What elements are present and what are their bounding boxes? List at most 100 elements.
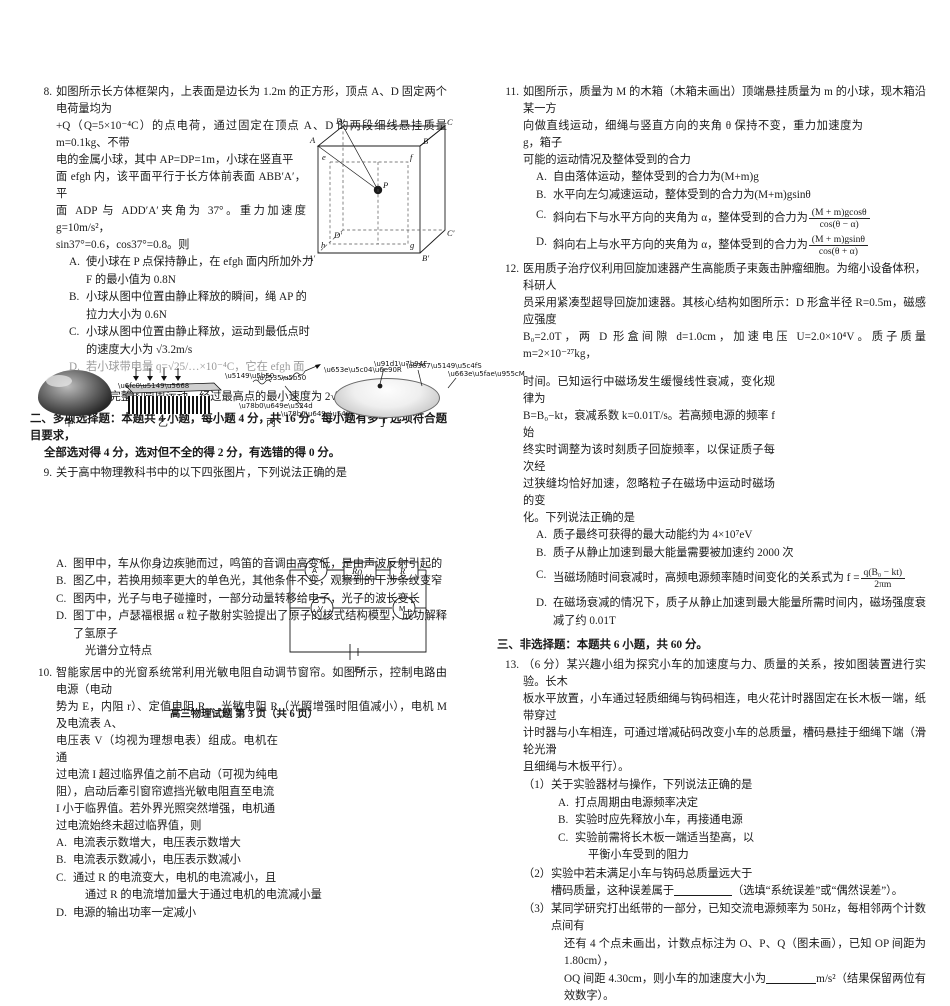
q13-part1-label: （1） xyxy=(523,779,551,791)
q13-part1-option-a-letter: A. xyxy=(558,796,569,809)
q13-part1-option-b-text: 实验时应先释放小车，再接通电源 xyxy=(575,814,743,826)
svg-text:C′: C′ xyxy=(447,228,455,238)
footer-page-3: 高三物理试题 第 3 页（共 6 页） xyxy=(170,709,319,720)
q13-stem-line-3: 计时器与小车相连，可通过增减砧码改变小车的总质量，槽码悬挂于细绳下端（滑轮光滑 xyxy=(523,727,926,756)
svg-text:A′: A′ xyxy=(307,253,315,263)
svg-text:P: P xyxy=(382,180,388,190)
q10-option-d: D. 电源的输出功率一定减小 xyxy=(56,905,447,923)
q9-option-c-text: 图丙中，光子与电子碰撞时，一部分动量转移给电子，光子的波长变长 xyxy=(73,592,420,605)
q10-stem-line-3: 电压表 V（均视为理想电表）组成。电机在通 xyxy=(56,734,278,764)
q13-stem-line-4: 且细绳与木板平行）。 xyxy=(523,761,630,773)
q8-option-b: B. 小球从图中位置由静止释放的瞬间，绳 AP 的 拉力大小为 0.6N xyxy=(69,289,447,324)
q10-stem-line-5: 阻），启动后牽引窗帘遮挡光敏电阻直至电流 xyxy=(56,785,275,798)
svg-text:R: R xyxy=(399,566,406,576)
question-8-stem: 如图所示长方体框架内，上表面是边长为 1.2m 的正方形，顶点 A、D 固定两个… xyxy=(56,84,447,377)
q11-option-d-numerator: (M + m)gsinθ xyxy=(808,234,868,246)
svg-text:R0: R0 xyxy=(351,566,362,579)
multi-choice-header-line-2: 全部选对得 4 分，选对但不全的得 2 分，有选错的得 0 分。 xyxy=(44,446,341,459)
svg-text:\u78b0\u649e\u524d: \u78b0\u649e\u524d xyxy=(239,402,313,410)
q13-part1-option-c-line2: 平衡小车受到的阻力 xyxy=(588,849,689,861)
q9-fig-rutherford-disc xyxy=(334,378,440,418)
q12-option-b-text: 质子从静止加速到最大能量需要被加速约 2000 次 xyxy=(553,546,794,559)
q13-part1-text: 关于实验器材与操作，下列说法正确的是 xyxy=(550,779,753,791)
svg-text:g: g xyxy=(410,240,414,250)
svg-text:\u8367\u5149\u5c4fS: \u8367\u5149\u5c4fS xyxy=(406,362,482,370)
q9-caption-ding: 丁 xyxy=(378,418,388,429)
question-13: 13. （6 分）某兴趣小组为探究小车的加速度与力、质量的关系，按如图装置进行实… xyxy=(497,657,926,1006)
q12-option-d-text: 在磁场衰减的情况下，质子从静止加速到最大能量所需时间内，磁场强度衰减了约 0.0… xyxy=(553,597,926,627)
q8-stem-line-1: 如图所示长方体框架内，上表面是边长为 1.2m 的正方形，顶点 A、D 固定两个… xyxy=(56,86,447,115)
q13-part2-line2-prefix: 槽码质量，这种误差属于 xyxy=(550,885,675,897)
q8-option-d: D. 若小球带电量 q=√25/…×10⁻⁴C，它在 efgh 面 xyxy=(69,359,447,377)
q12-stem-line-7: 过狭缝均恰好加速，忽略粒子在磁场中运动时磁场的变 xyxy=(523,478,775,507)
q10-option-a: A. 电流表示数增大，电压表示数增大 xyxy=(56,835,447,853)
q11-option-c-letter: C. xyxy=(536,209,547,221)
svg-text:A: A xyxy=(309,135,316,145)
svg-text:\u7535\u5b50: \u7535\u5b50 xyxy=(257,374,306,382)
svg-text:h: h xyxy=(321,240,325,250)
q9-stem: 关于高中物理教科书中的以下四张图片，下列说法正确的是 xyxy=(56,466,347,479)
q10-option-c-line1: 通过 R 的电流变大，电机的电流减小，且 xyxy=(73,871,277,884)
svg-text:\u6fc0\u5149\u5668: \u6fc0\u5149\u5668 xyxy=(118,382,189,390)
q13-stem-line-1: （6 分）某兴趣小组为探究小车的加速度与力、质量的关系，按如图装置进行实验。长木 xyxy=(523,659,926,688)
q12-stem-line-5: B=B₀−kt，衰减系数 k=0.01T/s。若高频电源的频率 f 始 xyxy=(523,410,775,439)
q11-option-b-letter: B. xyxy=(536,188,547,201)
q9-caption-jia: 甲 xyxy=(64,418,74,429)
q13-part2-line2-suffix: （选填“系统误差”或“偶然误差”）。 xyxy=(732,885,903,897)
q13-part3-answer-blank[interactable] xyxy=(766,972,817,984)
q9-option-d: D. 图丁中，卢瑟福根据 α 粒子散射实验提出了原子的核式结构模型，成功解释了氢… xyxy=(56,608,447,661)
q12-option-a-text: 质子最终可获得的最大动能约为 4×10⁷eV xyxy=(553,529,753,541)
q13-part1-option-b: B. 实验时应先释放小车，再接通电源 xyxy=(558,812,926,830)
q9-option-b: B. 图乙中，若换用频率更大的单色光，其他条件不变，观察到的干涉条纹变窄 xyxy=(56,573,447,591)
q9-fig-interference-fringes xyxy=(128,396,210,414)
svg-text:\u78b0\u649e\u540e: \u78b0\u649e\u540e xyxy=(281,410,355,418)
q13-part2-answer-blank[interactable] xyxy=(674,884,733,896)
q11-option-c-text: 斜向右下与水平方向的夹角为 α，整体受到的合力为 xyxy=(553,212,808,225)
q11-option-b: B. 水平向左匀减速运动，整体受到的合力为(M+m)gsinθ xyxy=(536,187,926,205)
q12-option-c-fraction: q(B₀ − kt)2πm xyxy=(860,567,906,590)
q9-fig-train-glint xyxy=(46,375,72,387)
q9-option-d-letter: D. xyxy=(56,610,67,622)
q11-option-a-letter: A. xyxy=(536,171,547,183)
q13-part1-option-c: C. 实验前需将长木板一端适当垫高，以 平衡小车受到的阻力 xyxy=(558,830,926,865)
q11-option-a-text: 自由落体运动，整体受到的合力为(M+m)g xyxy=(553,171,759,183)
svg-text:e: e xyxy=(322,152,326,162)
q10-stem-line-2: 势为 E，内阻 r）、定值电阻 R₀、光敏电阻 R（光照增强时阻值减小），电机 … xyxy=(56,700,447,730)
q10-option-a-text: 电流表示数增大，电压表示数增大 xyxy=(73,836,241,849)
q10-figure-circuit: A R0 R V M E,r xyxy=(268,552,448,674)
q11-option-c-denominator: cos(θ − α) xyxy=(819,219,859,230)
q13-part1-option-c-line1: 实验前需将长木板一端适当垫高，以 xyxy=(575,831,755,844)
question-13-number: 13. xyxy=(505,659,519,671)
q8-stem-line-2: +Q（Q=5×10⁻⁴C）的点电荷，通过固定在顶点 A、D 的两段细线悬挂质量 … xyxy=(56,120,447,149)
svg-text:M: M xyxy=(399,604,405,613)
q12-stem-line-4: 时间。已知运行中磁场发生缓慢线性衰减，变化规律为 xyxy=(523,376,775,405)
left-page-column: 8. 如图所示长方体框架内，上表面是边长为 1.2m 的正方形，顶点 A、D 固… xyxy=(0,0,525,919)
q9-caption-bing: 丙 xyxy=(266,418,276,429)
q8-figure-box-frame: A D B C A′ B′ C′ D′ P e f g h xyxy=(300,116,460,278)
q13-part2-label: （2） xyxy=(523,867,551,880)
q12-option-d: D. 在磁场衰减的情况下，质子从静止加速到最大能量所需时间内，磁场强度衰减了约 … xyxy=(536,595,926,630)
q8-option-c-line2: 的速度大小为 √3.2m/s xyxy=(86,343,193,356)
q12-option-a-letter: A. xyxy=(536,529,547,541)
q10-option-c-line2: 通过 R 的电流增加量大于通过电机的电流减小量 xyxy=(85,889,322,901)
q12-stem-line-8: 化。下列说法正确的是 xyxy=(523,512,635,524)
q11-option-d-text: 斜向右上与水平方向的夹角为 α，整体受到的合力为 xyxy=(553,239,808,252)
q13-stem-line-2: 板水平放置，小车通过轻质细绳与钩码相连，电火花计时器固定在长木板一端，纸带穿过 xyxy=(523,693,926,722)
q10-stem-line-4: 过电流 I 超过临界值之前不启动（可视为纯电 xyxy=(56,768,278,781)
question-9: 9. 关于高中物理教科书中的以下四张图片，下列说法正确的是 A. 图甲中，车从你… xyxy=(30,465,447,661)
q12-stem-line-1: 医用质子治疗仪利用回旋加速器产生高能质子束轰击肿瘤细胞。为缩小设备体积，科研人 xyxy=(523,263,926,292)
svg-text:D′: D′ xyxy=(333,230,342,240)
q12-stem-line-2: 员采用紧凑型超导回旋加速器。其核心结构如图所示：D 形盒半径 R=0.5m，磁感… xyxy=(523,297,926,326)
svg-text:f: f xyxy=(410,152,414,162)
q11-option-d-denominator: cos(θ + α) xyxy=(818,246,858,257)
q12-option-c: C. 当磁场随时间衰减时，高频电源频率随时间变化的关系式为 f =q(B₀ − … xyxy=(536,567,926,590)
q9-figure-strip: 甲 乙 \u6fc0\u5149\u5668 xyxy=(38,360,525,429)
svg-text:D: D xyxy=(335,116,343,126)
q8-option-b-letter: B. xyxy=(69,291,80,303)
q11-stem-line-1: 如图所示，质量为 M 的木箱（木箱未画出）顶端悬挂质量为 m 的小球，现木箱沿某… xyxy=(523,86,926,115)
question-12: 12. 医用质子治疗仪利用回旋加速器产生高能质子束轰击肿瘤细胞。为缩小设备体积，… xyxy=(497,261,926,630)
right-page-column: 11. 如图所示，质量为 M 的木箱（木箱未画出）顶端悬挂质量为 m 的小球，现… xyxy=(475,0,950,1002)
q11-stem-line-2: 向做直线运动，细绳与竖直方向的夹角 θ 保持不变，重力加速度为 g，箱子 xyxy=(523,120,863,149)
